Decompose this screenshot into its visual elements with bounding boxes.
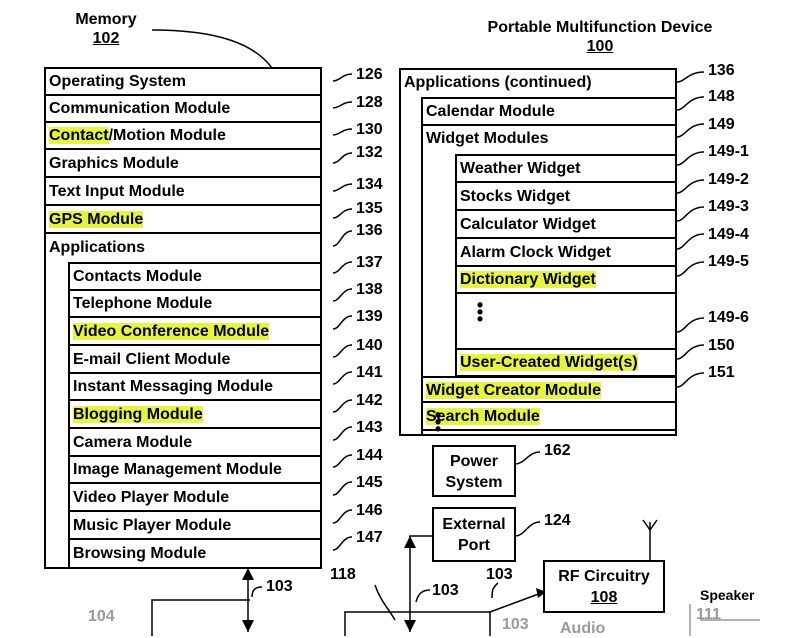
memory-number: 102 [92,30,120,47]
app-email: E-mail Client Module [70,347,320,374]
ref-149-6: 149-6 [708,309,749,326]
ref-128: 128 [356,94,383,111]
widget-ellipsis-row: ••• [457,294,675,350]
apps-continued-group: Calendar Module Widget Modules Weather W… [421,97,675,434]
app-image-management: Image Management Module [70,457,320,484]
power-label-1: Power [449,453,498,470]
vertical-ellipsis-icon: ••• [476,295,484,329]
memory-box: Operating System Communication Module Co… [44,67,322,569]
ref-137: 137 [356,254,383,271]
ref-138: 138 [356,281,383,298]
app-camera: Camera Module [70,430,320,457]
memory-row-graphics: Graphics Module [46,151,320,178]
ref-139: 139 [356,308,383,325]
ref-103-faint: 103 [502,616,529,633]
rf-number: 108 [590,589,618,606]
device-apps-box: Applications (continued) Calendar Module… [399,68,677,439]
apps-continued-header: Applications (continued) [404,74,592,91]
memory-row-contact-motion: Contact/Motion Module [46,123,320,150]
ref-118: 118 [330,566,356,583]
device-title: Portable Multifunction Device 100 [460,18,740,56]
vertical-ellipsis-icon: ••• [434,405,442,439]
device-number: 100 [586,38,614,55]
applications-group: Contacts Module Telephone Module Video C… [68,262,320,567]
memory-title-label: Memory [75,11,137,28]
speaker-label: Speaker [700,587,755,603]
device-title-label: Portable Multifunction Device [487,19,713,36]
audio-label-faint: Audio [560,620,606,637]
app-telephone: Telephone Module [70,291,320,318]
external-port-box: External Port [432,507,516,562]
widget-creator-module: Widget Creator Module [423,376,675,403]
ref-150: 150 [708,337,735,354]
external-label-2: Port [458,537,490,554]
memory-row-text-input: Text Input Module [46,179,320,206]
ref-149: 149 [708,116,735,133]
memory-title: Memory 102 [62,10,150,48]
widget-modules-header: Widget Modules [426,130,549,147]
ref-103-right: 103 [486,566,513,583]
calculator-widget: Calculator Widget [457,212,675,239]
ref-143: 143 [356,419,383,436]
app-contacts: Contacts Module [70,264,320,291]
ref-145: 145 [356,474,383,491]
rf-circuitry-box: RF Circuitry 108 [543,560,665,613]
ref-111: 111 [696,606,721,623]
ref-151: 151 [708,364,735,381]
user-created-widgets: User-Created Widget(s) [457,350,675,377]
ref-142: 142 [356,392,383,409]
ref-149-5: 149-5 [708,253,749,270]
memory-row-gps: GPS Module [46,207,320,234]
power-system-box: Power System [432,445,516,497]
ref-103-mid: 103 [432,582,459,599]
alarm-clock-widget: Alarm Clock Widget [457,240,675,267]
power-label-2: System [445,474,503,491]
external-label-1: External [442,516,506,533]
app-browsing: Browsing Module [73,545,207,562]
ref-104: 104 [88,608,115,625]
ref-141: 141 [356,364,383,381]
ref-149-2: 149-2 [708,171,749,188]
app-video-conference: Video Conference Module [70,319,320,346]
ref-149-3: 149-3 [708,198,749,215]
rf-label: RF Circuitry [558,568,650,585]
ref-135: 135 [356,200,383,217]
memory-row-applications: Applications [49,239,146,256]
search-module: Search Module [423,404,675,431]
calendar-module: Calendar Module [423,99,675,126]
dictionary-widget: Dictionary Widget [457,267,675,294]
ref-140: 140 [356,337,383,354]
ref-146: 146 [356,502,383,519]
ref-149-4: 149-4 [708,226,749,243]
ref-134: 134 [356,176,383,193]
ref-147: 147 [356,529,383,546]
ref-103-left: 103 [266,578,293,595]
ref-149-1: 149-1 [708,143,749,160]
memory-row-operating-system: Operating System [46,69,320,96]
widget-group: Weather Widget Stocks Widget Calculator … [455,154,675,377]
ref-132: 132 [356,144,383,161]
stocks-widget: Stocks Widget [457,184,675,211]
ref-136-right: 136 [708,62,735,79]
ref-144: 144 [356,447,383,464]
app-music-player: Music Player Module [70,513,320,540]
ref-130: 130 [356,121,383,138]
ref-126: 126 [356,66,383,83]
ref-136-left: 136 [356,222,383,239]
ref-124: 124 [544,512,571,529]
weather-widget: Weather Widget [457,156,675,183]
ref-162: 162 [544,442,571,459]
app-blogging: Blogging Module [70,402,320,429]
app-video-player: Video Player Module [70,485,320,512]
memory-row-communication: Communication Module [46,96,320,123]
app-instant-messaging: Instant Messaging Module [70,374,320,401]
ref-148: 148 [708,88,735,105]
